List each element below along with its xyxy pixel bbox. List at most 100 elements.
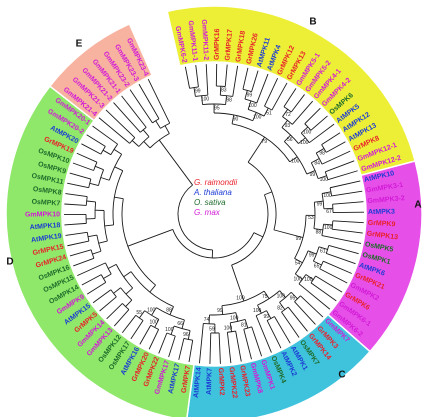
branch-arc [129,137,136,144]
branch [67,182,89,189]
bootstrap-label: 53 [308,215,314,221]
branch-arc [135,314,144,321]
bootstrap-label: 83 [221,88,227,94]
branch [283,88,297,108]
branch [256,73,269,104]
branch-arc [90,249,95,259]
branch [310,115,328,131]
branch [73,257,95,267]
branch-arc [321,193,325,209]
branch-arc [105,262,112,275]
branch [64,203,87,206]
leaf-label: OsMPK8 [32,186,62,197]
branch-arc [203,323,215,325]
branch [170,325,175,335]
branch [113,148,122,155]
branch-arc [98,169,104,186]
branch-arc [144,310,160,320]
branch [300,295,324,318]
branch [294,301,316,325]
branch [331,228,363,234]
branch [323,223,333,226]
branch-arc [257,290,280,306]
branch [266,310,272,319]
clade-letter-e: E [76,39,83,50]
bootstrap-label: 100 [303,129,312,135]
bootstrap-label: 99 [296,236,302,242]
branch [274,316,291,344]
leaf-label: GrMPK22 [228,367,239,399]
clade-color-bands [5,5,423,417]
branch [332,201,364,205]
branch [279,290,286,298]
bootstrap-label: 98 [319,151,325,157]
branch-arc [177,184,213,251]
branch [158,332,168,354]
bootstrap-label: 100 [230,315,239,321]
branch [232,65,239,97]
bootstrap-label: 72 [285,112,291,118]
branch-arc [122,303,130,310]
branch-arc [88,178,92,188]
bootstrap-label: 100 [323,193,332,199]
bootstrap-label: 51 [266,110,272,116]
branch [226,332,232,364]
branch [102,149,112,156]
branch [125,287,133,295]
branch [231,264,245,302]
branch [149,284,156,293]
branch [305,274,314,280]
branch [311,158,320,164]
branch [121,95,147,128]
bootstrap-label: 100 [324,225,333,231]
leaf-label: GmMPK11-2 [200,19,209,60]
branch [108,263,117,269]
bootstrap-label: 61 [320,248,326,254]
bootstrap-label: 67 [326,209,332,215]
branch [113,102,141,133]
branch [123,271,132,278]
branch [154,319,160,328]
branch-arc [329,187,333,197]
branch [81,143,102,155]
bootstrap-label: 74 [204,317,210,323]
bootstrap-label: 100 [300,140,309,146]
branch [321,150,351,165]
branch [229,322,232,332]
bootstrap-label: 54 [295,260,301,266]
bootstrap-label: 99 [247,92,253,98]
branch [321,132,341,146]
branch-arc [172,229,255,259]
clade-band-e [48,22,154,122]
branch-arc [310,275,316,284]
leaf-label: GrMPK17 [224,29,234,61]
branch [304,107,321,125]
branch-arc [140,127,147,133]
leaf-label: GmMPK11-1 [186,20,198,62]
branch [252,112,257,121]
bootstrap-label: 100 [291,158,300,164]
branch [130,320,144,340]
bootstrap-label: 99 [317,202,323,208]
leaf-label: GmMPK3-2 [367,195,405,205]
branch [86,200,96,203]
clade-band-d [5,85,195,417]
bootstrap-label: 95 [214,105,220,111]
branch [99,296,117,312]
branch [195,65,199,88]
bootstrap-label: 93 [285,123,291,129]
bootstrap-label: 65 [314,263,320,269]
branch [326,253,356,265]
branch [205,64,209,96]
leaf-label: GrMPK18 [235,30,247,62]
branch [287,306,308,332]
bootstrap-label: 56 [287,137,293,143]
branch [243,329,252,360]
branch [89,182,99,186]
branch [318,175,327,180]
clade-letter-b: B [309,17,316,28]
branch [235,312,239,322]
branch [127,228,173,247]
branch [327,170,358,181]
